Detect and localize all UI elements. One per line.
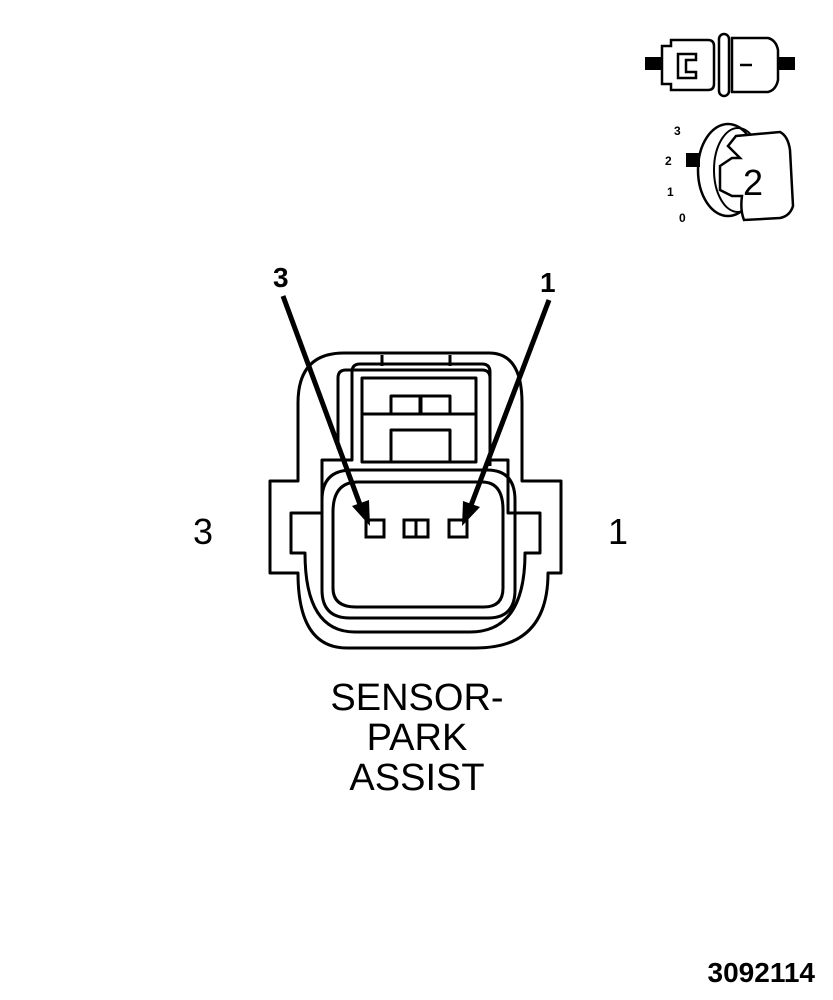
position-tick-1: 1 (667, 185, 674, 199)
connector-title-line-3: ASSIST (349, 757, 484, 799)
side-label-pin-3: 3 (193, 511, 213, 552)
connector-title-line-2: PARK (367, 717, 468, 759)
position-tick-0: 0 (679, 211, 686, 225)
position-indicator-number: 2 (743, 162, 763, 203)
callout-label-1: 1 (540, 267, 556, 298)
position-tick-3: 3 (674, 124, 681, 138)
connector-side-view-icon (645, 32, 795, 98)
cavity-3 (364, 518, 386, 539)
connector-face (268, 351, 563, 650)
arrow-cavity-1 (467, 299, 552, 509)
callout-arrows (280, 295, 552, 526)
arrow-cavity-3 (280, 295, 365, 511)
callout-label-3: 3 (273, 262, 289, 293)
position-orientation-icon: 3 2 1 0 2 (665, 122, 795, 225)
pin-cavities (364, 518, 469, 539)
side-label-pin-1: 1 (608, 511, 628, 552)
position-tick-2: 2 (665, 154, 672, 168)
figure-number: 3092114 (708, 957, 816, 988)
connector-title-line-1: SENSOR- (330, 677, 503, 719)
connector-title: SENSOR- PARK ASSIST (330, 677, 503, 799)
